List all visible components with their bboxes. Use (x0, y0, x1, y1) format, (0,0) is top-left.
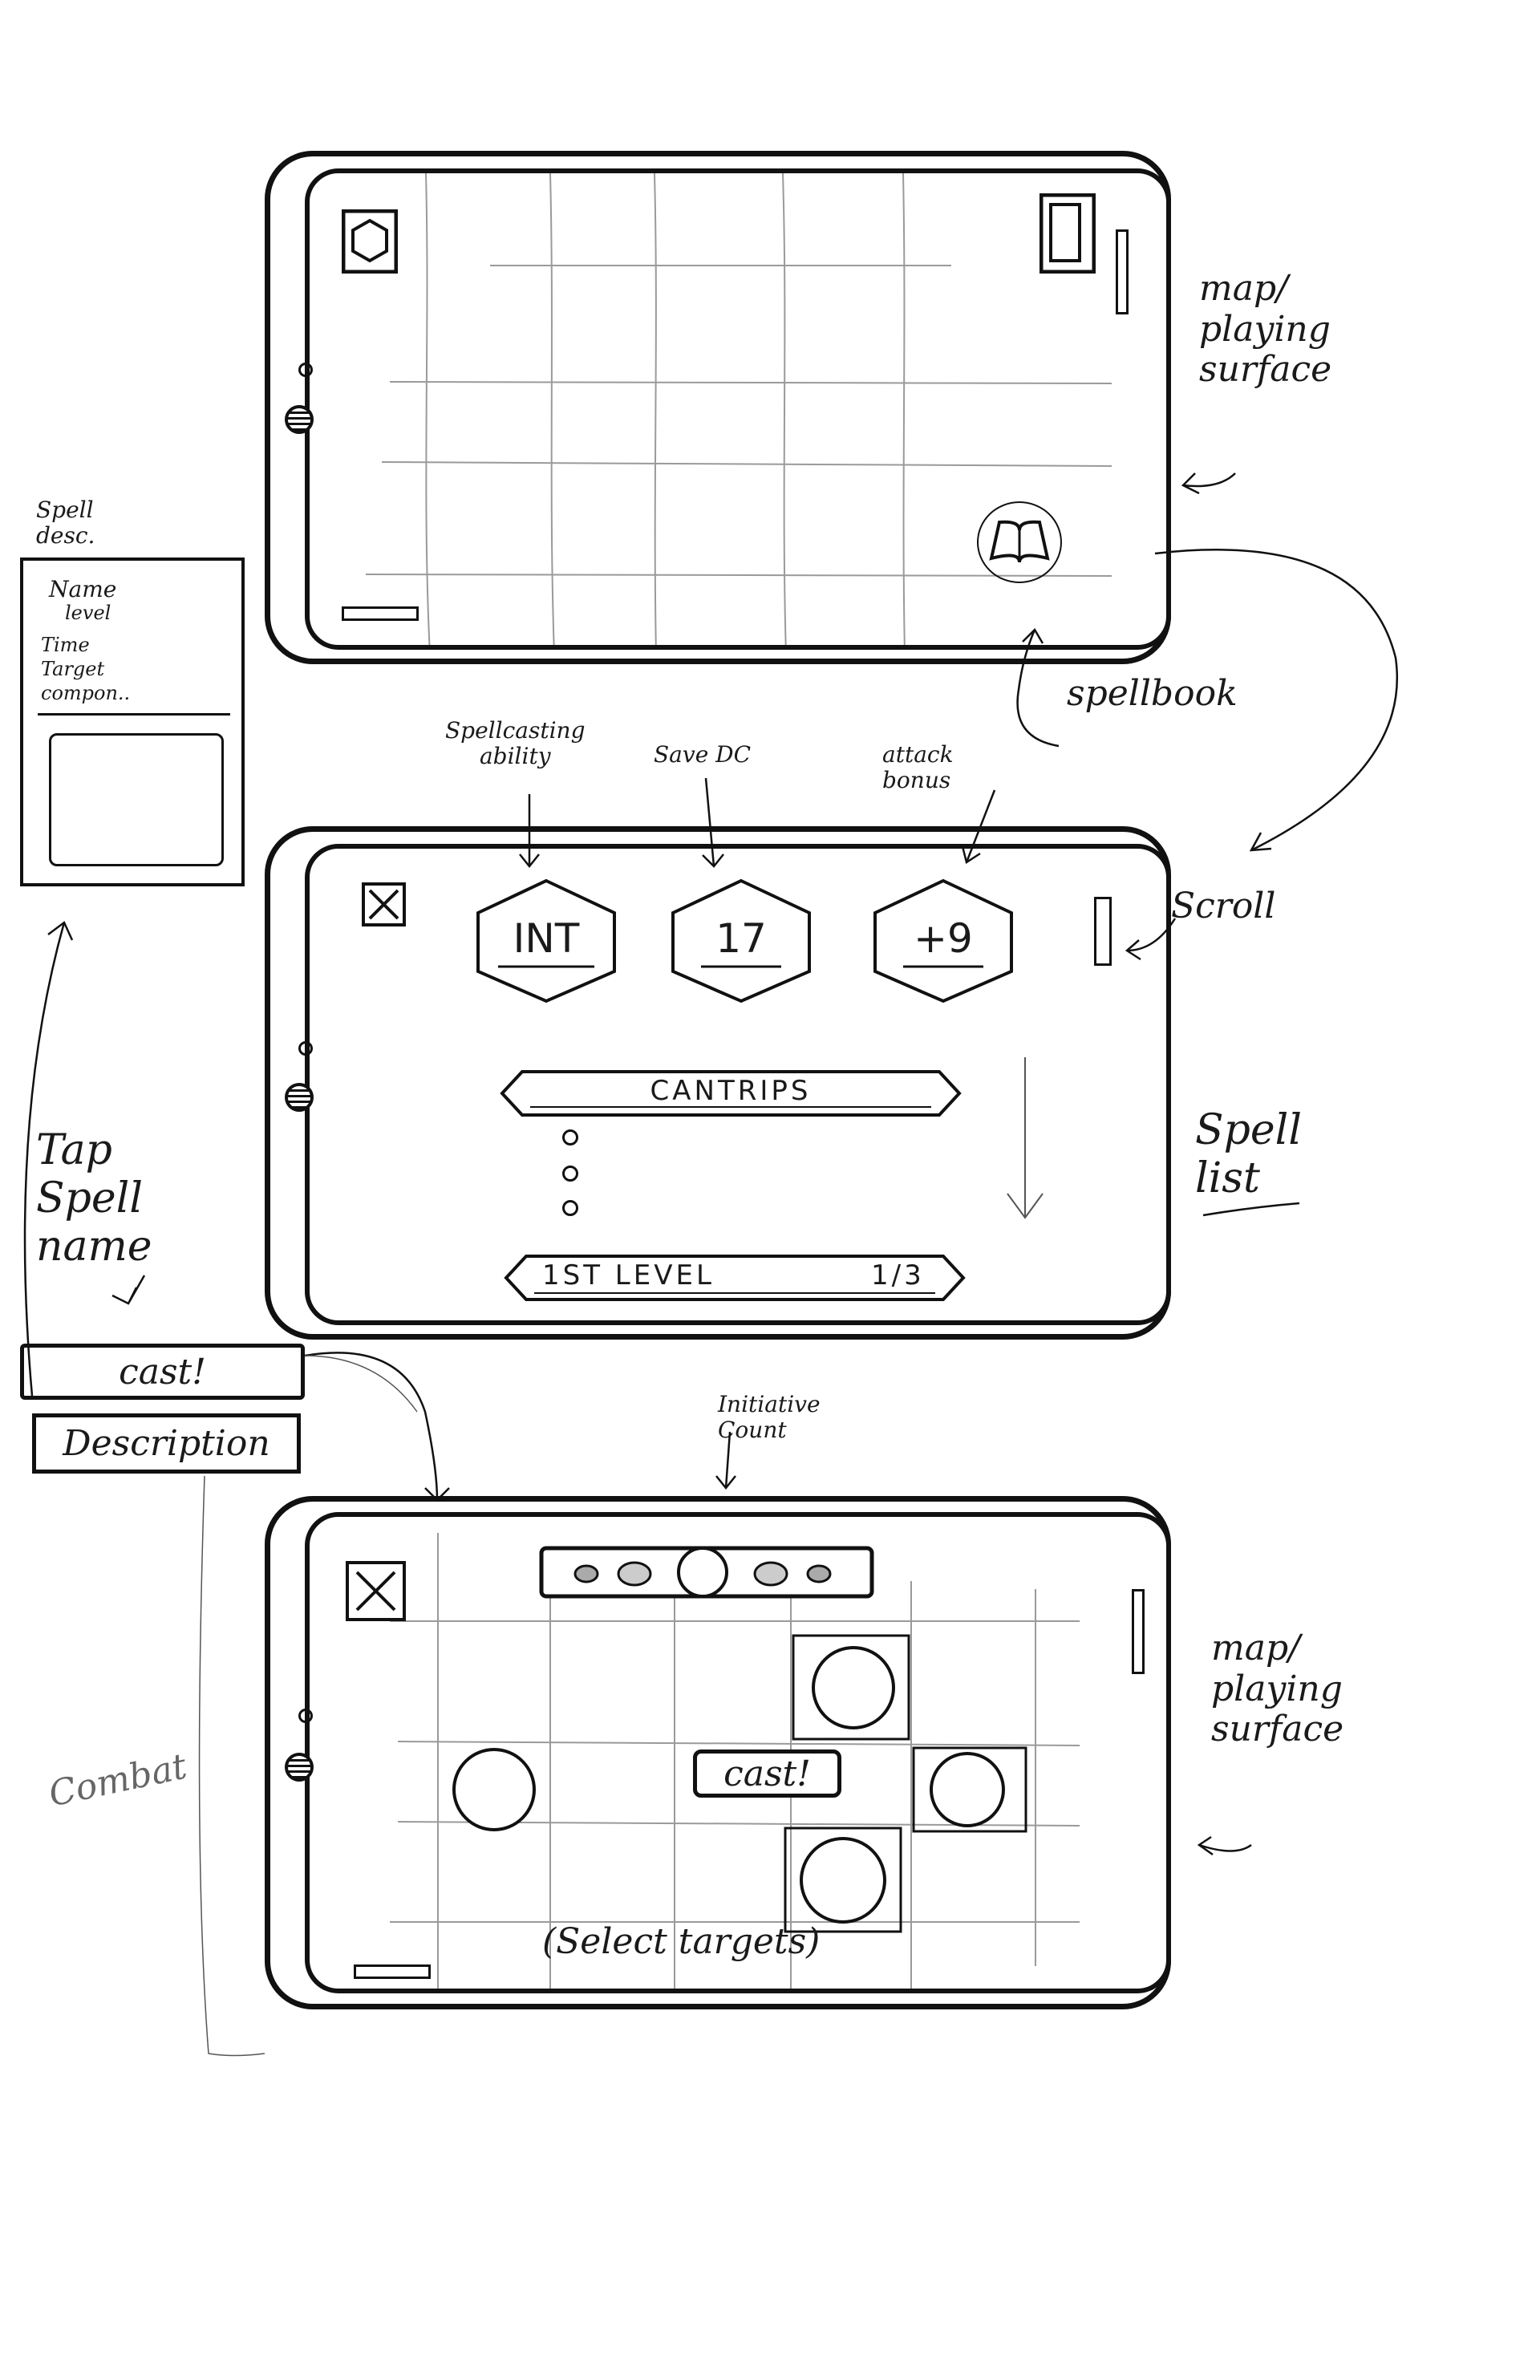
label-initiative-count: Initiative Count (718, 1391, 821, 1444)
label-tap-spell-name: Tap Spell name (36, 1126, 152, 1271)
home-indicator (354, 1964, 431, 1979)
label-spellcasting-ability: Spellcasting ability (445, 717, 586, 770)
camera-lens (285, 405, 314, 434)
label-map-surface-1: map/ playing surface (1199, 268, 1332, 391)
list-item[interactable] (562, 1200, 578, 1216)
camera-lens (285, 1753, 314, 1782)
label-combat: Combat (45, 1745, 191, 1815)
divider (38, 713, 230, 716)
camera-dot (298, 363, 313, 377)
map-screen[interactable] (305, 168, 1171, 650)
first-level-label: 1ST LEVEL (542, 1259, 715, 1291)
stat-save-dc: 17 (715, 915, 767, 962)
cast-button[interactable]: cast! (693, 1750, 841, 1798)
camera-dot (298, 1709, 313, 1723)
enemy-token-right[interactable] (911, 1745, 1031, 1834)
close-icon[interactable] (346, 1561, 406, 1621)
stat-hex-attack-bonus: +9 (871, 877, 1015, 1005)
scroll-down-arrow (1007, 1057, 1044, 1219)
cantrips-header[interactable]: CANTRIPS (498, 1065, 963, 1121)
home-indicator (342, 606, 419, 621)
label-save-dc: Save DC (654, 741, 752, 768)
stat-int: INT (513, 915, 580, 962)
stat-hex-spellcasting: INT (474, 877, 618, 1005)
label-attack-bonus: attack bonus (882, 741, 954, 794)
list-item[interactable] (562, 1129, 578, 1145)
cantrips-label: CANTRIPS (650, 1075, 812, 1107)
hexagon-icon[interactable] (342, 209, 398, 274)
label-spellbook: spellbook (1067, 673, 1238, 714)
combat-screen[interactable]: cast! (Select targets) (305, 1512, 1171, 1993)
map-grid (365, 173, 1112, 645)
enemy-token-top[interactable] (791, 1633, 911, 1741)
description-popup-button[interactable]: Description (32, 1413, 301, 1474)
camera-lens (285, 1083, 314, 1112)
label-map-surface-2: map/ playing surface (1211, 1628, 1344, 1750)
spell-target: Target (41, 658, 105, 680)
spell-desc-card[interactable]: Name level Time Target compon.. (20, 557, 245, 886)
card-icon[interactable] (1040, 193, 1096, 274)
label-spell-list: Spell list (1195, 1106, 1302, 1202)
label-spell-desc: Spell desc. (36, 497, 95, 549)
label-scroll: Scroll (1171, 886, 1276, 926)
select-targets-hint: (Select targets) (542, 1921, 821, 1962)
scroll-bar[interactable] (1116, 229, 1129, 314)
first-level-header[interactable]: 1ST LEVEL 1/3 (502, 1250, 967, 1306)
player-token[interactable] (450, 1745, 538, 1834)
scroll-bar[interactable] (1132, 1589, 1145, 1674)
camera-dot (298, 1041, 313, 1056)
spell-time: Time (41, 634, 90, 656)
open-book-icon[interactable] (975, 498, 1064, 586)
stat-hex-save-dc: 17 (669, 877, 813, 1005)
spell-description-box (49, 733, 224, 866)
initiative-tracker[interactable] (538, 1545, 875, 1601)
spell-level: level (65, 602, 111, 624)
stat-attack-bonus: +9 (914, 915, 973, 962)
cast-popup-button[interactable]: cast! (20, 1344, 305, 1400)
scroll-bar[interactable] (1094, 897, 1112, 966)
first-level-slots: 1/3 (871, 1259, 925, 1291)
spell-components: compon.. (41, 682, 131, 704)
spell-list-screen[interactable]: INT 17 +9 CANTRIPS 1ST LEVEL 1/3 (305, 844, 1171, 1325)
list-item[interactable] (562, 1166, 578, 1182)
close-icon[interactable] (362, 882, 406, 926)
enemy-token-bottom[interactable] (783, 1826, 903, 1934)
spell-name: Name (49, 576, 117, 602)
